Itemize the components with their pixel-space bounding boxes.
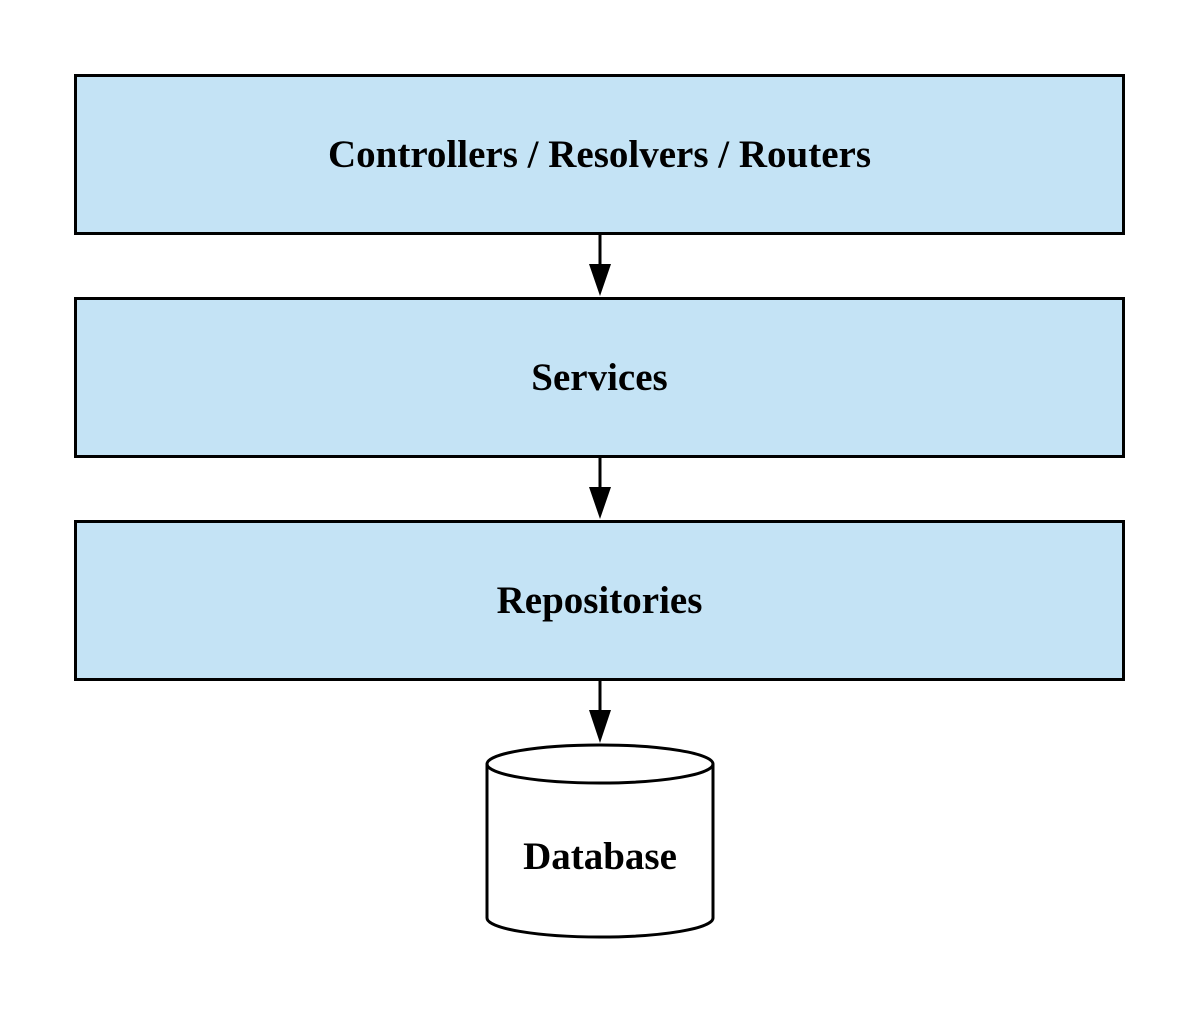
repositories-layer-box: Repositories	[74, 520, 1125, 681]
database-label: Database	[523, 834, 677, 878]
arrow-repositories-to-database	[589, 681, 611, 743]
arrow-controllers-to-services	[589, 235, 611, 296]
controllers-layer-label: Controllers / Resolvers / Routers	[327, 133, 871, 176]
arrow-services-to-repositories	[589, 458, 611, 519]
database-cylinder	[485, 743, 715, 939]
repositories-layer-label: Repositories	[496, 579, 703, 622]
database-label-container: Database	[487, 800, 713, 912]
controllers-layer-box: Controllers / Resolvers / Routers	[74, 74, 1125, 235]
services-layer-box: Services	[74, 297, 1125, 458]
services-layer-label: Services	[531, 356, 668, 399]
